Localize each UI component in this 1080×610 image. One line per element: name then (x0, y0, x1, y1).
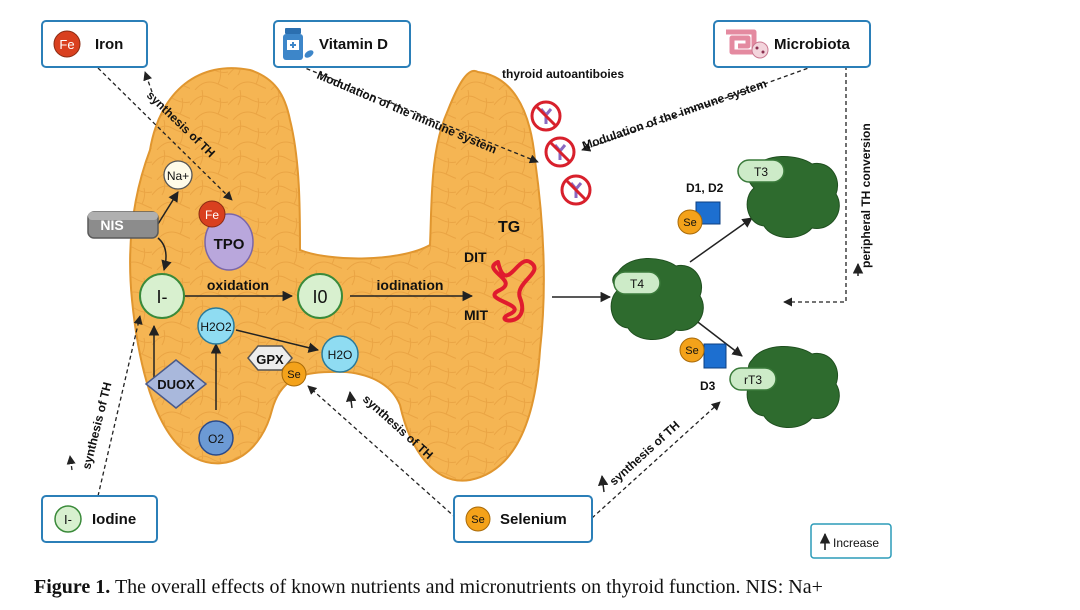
oxygen-label: O2 (208, 432, 224, 446)
blocked-antibody-icon-3 (560, 174, 592, 206)
oxygen-molecule (198, 420, 234, 456)
tpo-label: TPO (214, 236, 245, 253)
selenium-box[interactable]: Se Selenium (453, 495, 593, 543)
legend-box: Increase (810, 523, 892, 559)
iodine-increase-arrow (66, 455, 76, 471)
thyroid-nutrient-diagram: Fe Iron Vitamin D Microbiota I- Iodine (41, 20, 892, 559)
selenium-increase-arrow-2 (597, 474, 609, 493)
iodine-to-iodide-arrow (97, 315, 143, 497)
nis-to-na-arrow (157, 191, 179, 225)
iodination-label: iodination (377, 277, 444, 293)
mit-label: MIT (464, 307, 489, 323)
t4-to-t3-arrow (689, 217, 753, 263)
d1-d2-selenium-label: Se (683, 217, 696, 229)
rt3-label: rT3 (744, 373, 762, 387)
hydrogen-peroxide-label: H2O2 (200, 320, 232, 334)
figure-caption: Figure 1. The overall effects of known n… (34, 576, 1074, 599)
blocked-antibody-icon-2 (544, 136, 576, 168)
t4-hormone: T4 (610, 257, 704, 340)
sodium-ion (163, 160, 193, 190)
solid-arrows (148, 191, 864, 493)
microbiota-to-thyroid-arrow (581, 65, 815, 152)
d3-selenium-label: Se (685, 345, 698, 357)
selenium-to-gpx-arrow (307, 385, 457, 519)
selenium-increase-arrow-1 (345, 390, 357, 409)
selenium-label: Selenium (500, 511, 567, 528)
selenium-to-d3-arrow (591, 401, 721, 519)
modulation-label-microbiota: Modulation of the immune system (580, 76, 768, 152)
microbiota-box[interactable]: Microbiota (713, 20, 871, 68)
iodine-symbol: I- (64, 512, 72, 527)
nis-to-iodide-arrow (157, 237, 172, 272)
duox-enzyme (144, 359, 208, 409)
d1-d2-label: D1, D2 (686, 181, 724, 195)
microbiota-to-conversion-arrow (783, 66, 847, 307)
iron-label: Iron (95, 36, 123, 53)
microbiota-label: Microbiota (774, 36, 850, 53)
iron-increase-arrow (143, 71, 153, 93)
iron-symbol-circle (53, 30, 81, 58)
iodide-label: I- (157, 287, 168, 307)
vitamin-d-box[interactable]: Vitamin D (273, 20, 411, 68)
selenium-symbol: Se (471, 514, 484, 526)
iodine-label: Iodine (92, 511, 136, 528)
tg-label: TG (498, 219, 520, 236)
gpx-enzyme (247, 345, 293, 371)
t3-hormone: T3 (737, 155, 840, 238)
autoantibodies-label: thyroid autoantiboies (502, 67, 624, 81)
t4-label: T4 (630, 277, 644, 291)
iron-symbol: Fe (59, 37, 74, 52)
water-label: H2O (328, 348, 353, 362)
thyroid-gland (129, 67, 545, 482)
t4-to-rt3-arrow (689, 315, 743, 357)
elemental-iodine-label: I0 (312, 287, 327, 307)
sodium-label: Na+ (167, 169, 189, 183)
dashed-arrows (66, 65, 847, 519)
blocked-antibody-icon-1 (530, 100, 562, 132)
synthesis-label-iodine: synthesis of TH (79, 381, 114, 471)
d3-selenium-cofactor (679, 337, 705, 363)
duox-label: DUOX (157, 377, 195, 392)
t3-label: T3 (754, 165, 768, 179)
hydrogen-peroxide (197, 307, 235, 345)
iron-box[interactable]: Fe Iron (41, 20, 148, 68)
synthesis-label-selenium-d3: synthesis of TH (607, 418, 683, 488)
nis-transporter: NIS (87, 211, 159, 239)
d3-label: D3 (700, 379, 716, 393)
nis-label: NIS (100, 217, 123, 233)
intestine-icon (726, 29, 769, 59)
iodide-ion (139, 273, 185, 319)
vitamin-d-label: Vitamin D (319, 36, 388, 53)
tpo-iron-label: Fe (205, 208, 219, 222)
thyroglobulin-chain (491, 259, 537, 323)
legend-increase-label: Increase (833, 536, 879, 550)
peripheral-conversion-label: peripheral TH conversion (859, 123, 873, 268)
elemental-iodine (297, 273, 343, 319)
tpo-enzyme (204, 213, 254, 271)
figure-caption-text: The overall effects of known nutrients a… (114, 576, 823, 598)
water-molecule (321, 335, 359, 373)
h2o2-to-h2o-arrow (235, 329, 320, 353)
selenium-symbol-circle (465, 506, 491, 532)
iron-to-tpo-arrow (97, 67, 233, 201)
vitamin-bottle-icon (283, 28, 314, 60)
selenium-box-frame (453, 495, 593, 543)
iodine-symbol-circle (54, 505, 82, 533)
vitd-to-thyroid-arrow (299, 65, 539, 164)
gpx-selenium-cofactor (281, 361, 307, 387)
oxidation-label: oxidation (207, 277, 269, 293)
rt3-hormone: rT3 (729, 345, 840, 428)
iodine-box[interactable]: I- Iodine (41, 495, 158, 543)
figure-label: Figure 1. (34, 576, 111, 598)
d3-enzyme (703, 343, 727, 369)
d1-d2-selenium-cofactor (677, 209, 703, 235)
gpx-selenium-label: Se (287, 369, 300, 381)
dit-label: DIT (464, 249, 487, 265)
gpx-label: GPX (256, 352, 284, 367)
tpo-iron-cofactor (198, 200, 226, 228)
thyroid-cells-texture (130, 68, 544, 481)
